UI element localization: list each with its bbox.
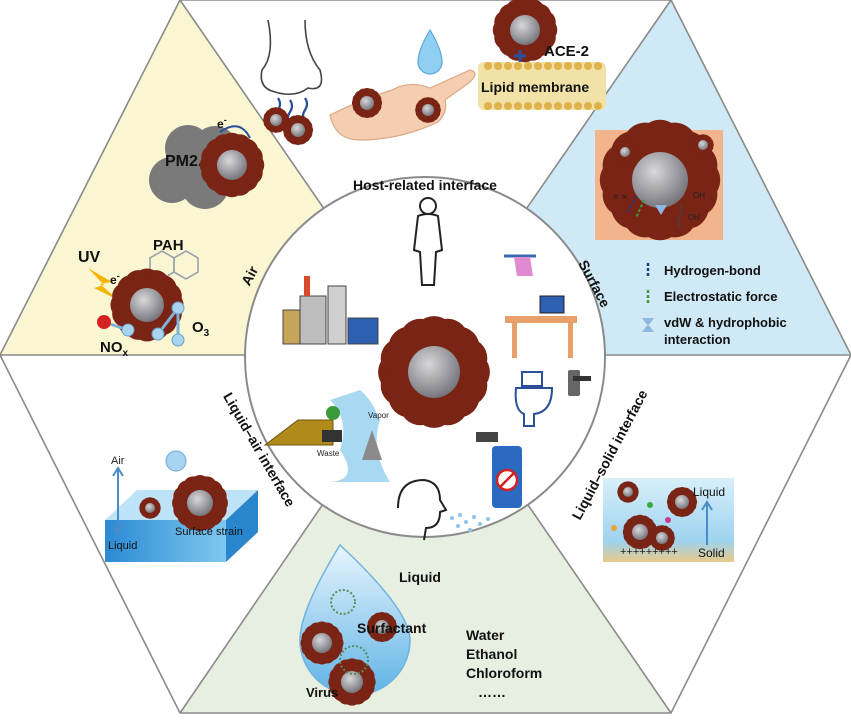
water-drop-icon	[417, 28, 443, 75]
o3-molecule-icon	[151, 301, 185, 347]
vapor-label: Vapor	[368, 411, 389, 420]
ls-virus-icon	[673, 493, 692, 512]
nose-virus-icon	[268, 112, 284, 128]
ace2-receptor-icon	[514, 50, 526, 62]
legend-hydrogen-bond: Hydrogen-bond	[664, 263, 761, 278]
surface-legend: Hydrogen-bond Electrostatic force vdW & …	[642, 263, 787, 347]
lightning-icon	[88, 268, 118, 300]
solvent-water: Water	[466, 627, 505, 643]
surface-oh-label: OH	[693, 191, 705, 200]
o3-label: O3	[192, 319, 210, 339]
center-virus-icon	[399, 337, 469, 407]
virus-label: Virus	[306, 685, 338, 700]
toilet-icon	[514, 371, 554, 427]
nox-label: NOx	[100, 339, 129, 359]
electron-arrow-icon	[219, 125, 251, 139]
ls-virus-icon-4	[621, 485, 635, 499]
door-handle-icon	[568, 370, 591, 396]
pm25-label: PM2.5	[165, 153, 211, 170]
surfactant-label: Surfactant	[357, 620, 427, 636]
ace2-label: ACE-2	[544, 43, 589, 60]
ls-virus-icon-3	[654, 530, 670, 546]
air-virus-icon	[124, 282, 170, 328]
uv-label: UV	[78, 249, 101, 266]
head-silhouette-icon	[397, 478, 448, 541]
liquid-label: Liquid	[399, 569, 441, 585]
ls-charges-label: +++++++++	[620, 546, 678, 558]
surface-virus-icon-3	[696, 138, 710, 152]
air-bubble-virus-icon	[165, 450, 187, 472]
person-silhouette-icon	[412, 197, 444, 286]
ace2-virus-icon	[505, 10, 546, 51]
surface-virus-icon-2	[618, 145, 632, 159]
legend-electrostatic: Electrostatic force	[664, 289, 777, 304]
vdw-icon	[642, 318, 654, 332]
city-buildings-icon	[282, 276, 379, 345]
legend-vdw: vdW & hydrophobic	[664, 315, 787, 330]
ls-liquid-label: Liquid	[693, 485, 725, 499]
hand-virus-icon	[358, 94, 377, 113]
pah-label: PAH	[153, 237, 184, 254]
ls-virus-icon-2	[629, 521, 651, 543]
liquid-air-panel: Air Liquid Surface strain	[105, 450, 258, 562]
towel-rack-icon	[504, 254, 536, 276]
liquid-drop	[299, 543, 411, 697]
surface-strain-label: Surface strain	[175, 526, 243, 538]
solvent-chloroform: Chloroform	[466, 665, 542, 681]
nox-molecule-icon	[97, 315, 135, 337]
droplet-spray-icon	[450, 513, 490, 532]
liquid-air-air-label: Air	[111, 455, 125, 467]
waste-pollution-icon	[263, 390, 390, 482]
liquid-air-virus-icon	[182, 485, 217, 520]
waste-label: Waste	[317, 449, 340, 458]
surface-panel: × × OH OH	[595, 130, 723, 240]
liquid-solid-panel: Liquid Solid +++++++++	[603, 478, 734, 562]
desk-laptop-icon	[505, 295, 577, 358]
surface-oh-label-2: OH	[688, 213, 700, 222]
legend-vdw-line2: interaction	[664, 332, 731, 347]
host-interface-label: Host-related interface	[353, 177, 497, 193]
drop-virus-icon	[309, 630, 336, 657]
spray-bottle-icon	[476, 432, 522, 508]
lipid-membrane-label: Lipid membrane	[481, 79, 589, 95]
ls-solid-label: Solid	[698, 546, 725, 560]
lipid-membrane-icon	[478, 62, 606, 110]
hand-icon	[329, 69, 476, 141]
liquid-air-virus-icon-2	[143, 501, 157, 515]
solvent-etc: ……	[478, 684, 506, 700]
pm25-virus-icon	[212, 145, 253, 186]
surface-cross-marks: × ×	[613, 192, 628, 203]
electron-label-2: e-	[110, 271, 120, 287]
hand-virus-icon-2	[420, 102, 436, 118]
liquid-air-liquid-label: Liquid	[108, 540, 137, 552]
nose-virus-icon-2	[289, 121, 308, 140]
electron-label: e-	[217, 115, 227, 131]
solvent-ethanol: Ethanol	[466, 646, 517, 662]
surfactant-micelle-icon-2	[339, 645, 369, 675]
surfactant-micelle-icon	[330, 589, 356, 615]
